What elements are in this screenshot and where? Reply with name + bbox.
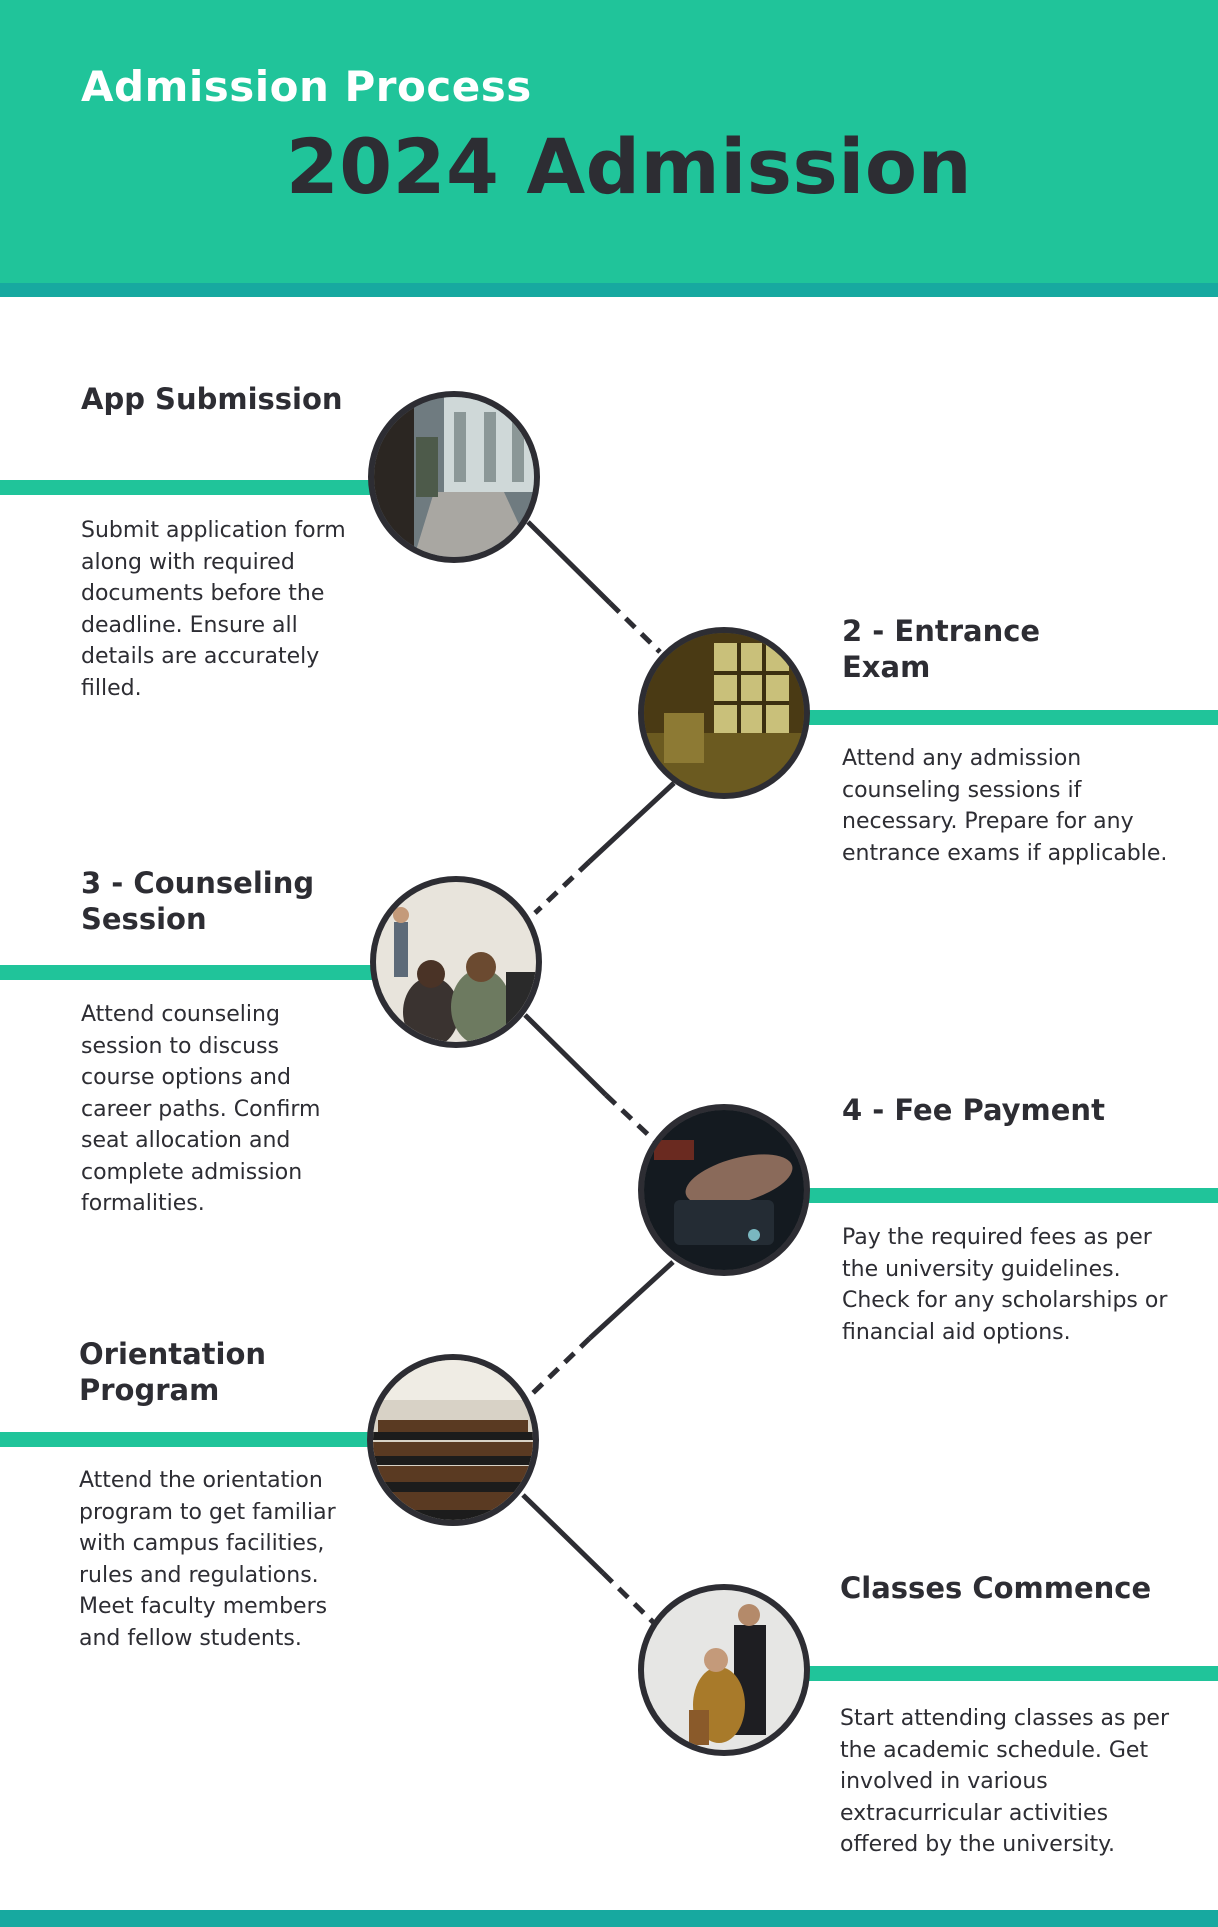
step-1-description: Submit application form along with requi…	[81, 518, 346, 701]
lecture-hall-photo	[373, 1360, 533, 1520]
step-1-title: App Submission	[81, 382, 343, 416]
counseling-session-photo	[376, 882, 536, 1042]
connector-3-4	[523, 1013, 608, 1097]
connector-4-5	[588, 1260, 675, 1340]
connector-1-2-dashed	[608, 601, 662, 654]
step-3-description: Attend counseling session to discuss cou…	[81, 1002, 321, 1216]
step-4-title: 4 - Fee Payment	[842, 1093, 1105, 1127]
classroom-window-photo	[644, 633, 804, 793]
header-banner: Admission Process 2024 Admission	[0, 0, 1218, 283]
step-4-bar	[800, 1188, 1218, 1203]
students-portrait-photo	[644, 1590, 804, 1750]
step-6-title: Classes Commence	[840, 1571, 1152, 1605]
step-6-bar	[800, 1666, 1218, 1681]
step-2-title: 2 - Entrance Exam	[842, 614, 1041, 684]
step-5-image	[367, 1354, 539, 1526]
connector-2-3-dashed	[533, 860, 591, 915]
step-5-bar	[0, 1432, 372, 1447]
step-3-image	[370, 876, 542, 1048]
step-4-image	[638, 1104, 810, 1276]
connector-3-4-dashed	[604, 1093, 659, 1145]
footer-divider	[0, 1910, 1218, 1927]
step-5-description: Attend the orientation program to get fa…	[79, 1468, 336, 1651]
step-2-bar	[800, 710, 1218, 725]
step-3-title: 3 - Counseling Session	[81, 866, 315, 936]
connector-5-6	[521, 1493, 605, 1575]
step-1-image	[368, 391, 540, 563]
step-1-bar	[0, 480, 372, 495]
step-4-description: Pay the required fees as per the univers…	[842, 1225, 1168, 1345]
connector-2-3	[587, 781, 676, 864]
step-6-image	[638, 1584, 810, 1756]
header-divider	[0, 283, 1218, 297]
step-5-title: Orientation Program	[79, 1337, 267, 1407]
connector-4-5-dashed	[531, 1336, 592, 1395]
step-2-description: Attend any admission counseling sessions…	[842, 746, 1168, 866]
step-3-bar	[0, 965, 372, 980]
card-payment-photo	[644, 1110, 804, 1270]
connector-1-2	[526, 520, 612, 605]
header-subtitle: 2024 Admission	[285, 122, 973, 211]
header-title: Admission Process	[81, 62, 532, 111]
connector-5-6-dashed	[601, 1571, 656, 1625]
building-hallway-photo	[374, 397, 534, 557]
step-6-description: Start attending classes as per the acade…	[840, 1706, 1170, 1857]
step-2-image	[638, 627, 810, 799]
